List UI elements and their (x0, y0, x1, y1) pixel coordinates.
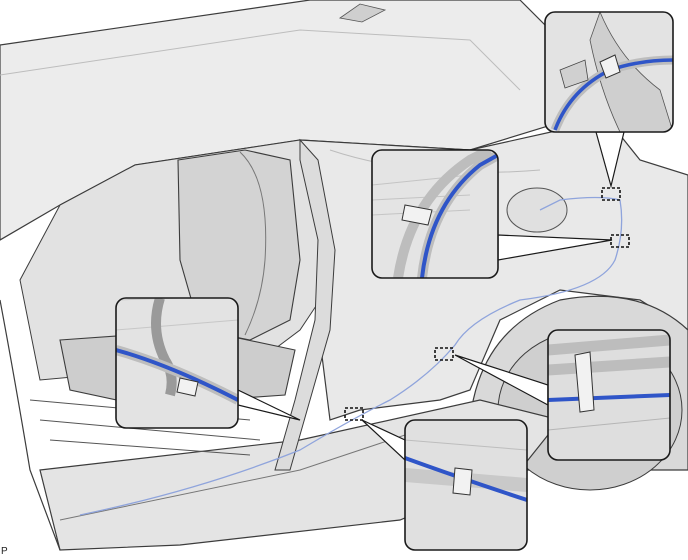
harness-segment (116, 348, 238, 402)
harness-segment (548, 356, 670, 376)
clamp-icon (574, 351, 595, 413)
harness-route (79, 196, 623, 516)
clamp-icon (599, 54, 621, 79)
clamp-icon (401, 204, 433, 226)
callout-rocker-rear (547, 329, 671, 461)
roof-edge (0, 29, 521, 91)
front-door-edge (0, 299, 61, 551)
seat-back-bolster (239, 151, 267, 336)
clamp-icon (176, 377, 199, 397)
callout-door-sill-front (115, 297, 239, 429)
callout-rear-upper (544, 11, 674, 133)
harness-segment (548, 334, 670, 356)
harness-segment (548, 393, 670, 402)
clamp-icon (452, 467, 473, 496)
seat-back (177, 149, 301, 341)
harness-segment (393, 150, 493, 278)
fuel-lid (506, 187, 568, 233)
sunroof-notch (338, 3, 387, 23)
callout-rear-quarter (371, 149, 499, 279)
door-opening-sill (59, 429, 421, 521)
harness-segment (420, 153, 498, 278)
door-frame-pillar (274, 138, 336, 471)
callout-rocker-center (404, 419, 528, 551)
figure-code: P (1, 546, 8, 557)
